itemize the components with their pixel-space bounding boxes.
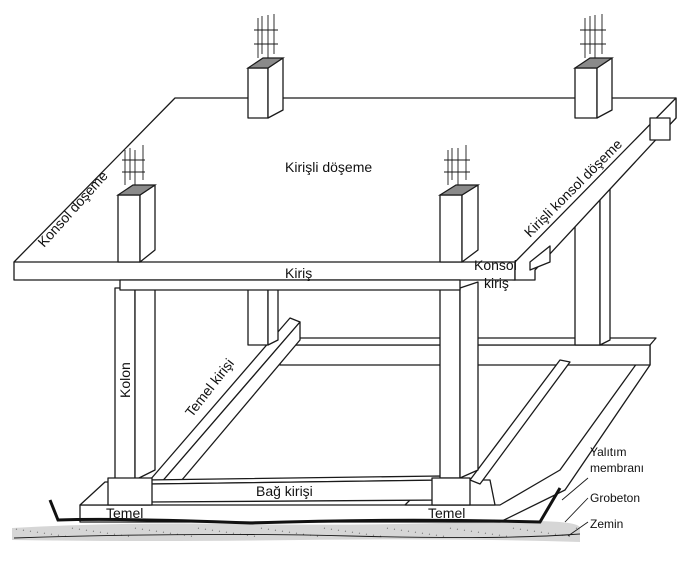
kiris-beam: [119, 279, 461, 291]
label-bag-kirisi: Bağ kirişi: [256, 483, 313, 499]
upper-column-left: [116, 145, 157, 263]
right-foundation-beam: [469, 359, 571, 485]
floor-slab: [13, 97, 677, 281]
label-kiris: Kiriş: [285, 265, 312, 281]
upper-column-rear-left: [246, 14, 285, 119]
upper-column-rear-right: [573, 14, 614, 119]
label-zemin: Zemin: [590, 517, 623, 531]
membrane-line: [48, 487, 562, 525]
temel-kirisi-beam: [149, 317, 301, 501]
ground-gravel: [12, 520, 581, 542]
label-membrani: membranı: [590, 461, 644, 475]
label-temel-right: Temel: [428, 505, 465, 521]
upper-column-front-right: [437, 145, 481, 263]
leader-lines: [561, 477, 589, 537]
label-temel-left: Temel: [106, 505, 143, 521]
label-yalitim: Yalıtım: [590, 445, 626, 459]
label-kirisli-doseme: Kirişli döşeme: [285, 159, 372, 175]
label-konsol: Konsol: [474, 257, 517, 273]
label-kiris-short: kiriş: [484, 275, 509, 291]
label-kolon: Kolon: [117, 362, 133, 398]
front-columns: [114, 279, 479, 481]
column-base-plinths: [107, 477, 471, 506]
label-grobeton: Grobeton: [590, 491, 640, 505]
